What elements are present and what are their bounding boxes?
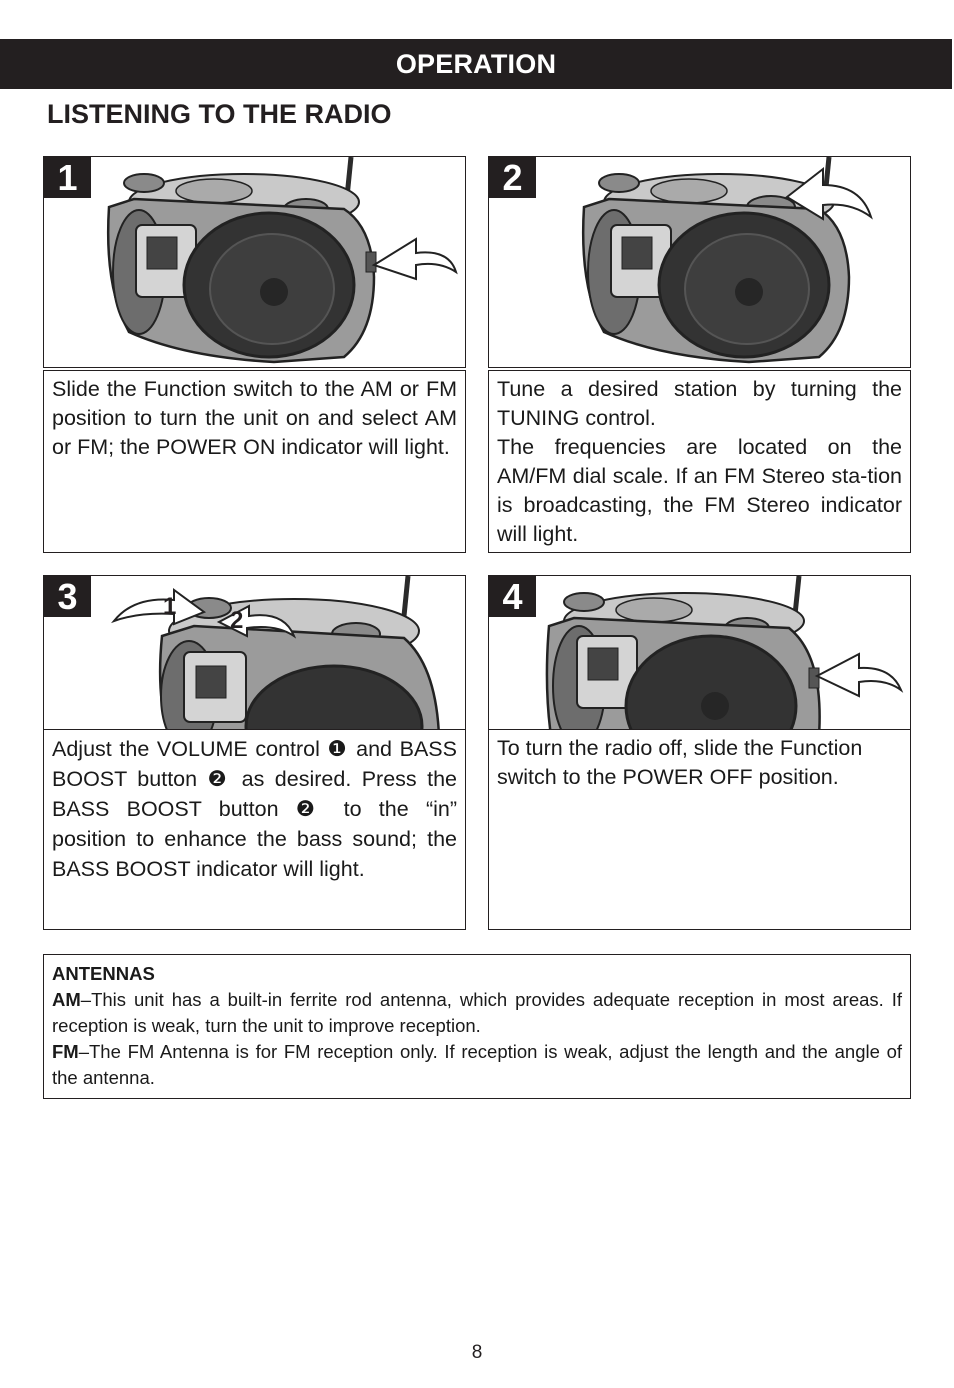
step-4-number: 4 xyxy=(489,576,536,617)
volume-callout-number: 1 xyxy=(163,593,177,620)
step-2-text-line-2: The frequencies are located on the AM/FM… xyxy=(497,435,902,546)
step-2-illustration: 2 xyxy=(488,156,911,368)
section-header-bar: OPERATION xyxy=(0,39,952,89)
step-4-text: To turn the radio off, slide the Functio… xyxy=(497,736,863,789)
step-1-instruction: Slide the Function switch to the AM or F… xyxy=(43,370,466,553)
step-3-text: Adjust the VOLUME control ❶ and BASS BOO… xyxy=(52,737,457,881)
boombox-illustration xyxy=(581,157,873,364)
step-1-number: 1 xyxy=(44,157,91,198)
step-2-number: 2 xyxy=(489,157,536,198)
am-label: AM xyxy=(52,989,81,1010)
step-3-instruction: Adjust the VOLUME control ❶ and BASS BOO… xyxy=(43,729,466,930)
step-2-instruction: Tune a desired station by turning the TU… xyxy=(488,370,911,553)
step-3-illustration: 3 1 2 xyxy=(43,575,466,731)
bass-boost-callout-number: 2 xyxy=(230,607,244,634)
boombox-illustration xyxy=(106,157,458,364)
antennas-note: ANTENNAS AM–This unit has a built-in fer… xyxy=(43,954,911,1099)
step-4-illustration: 4 xyxy=(488,575,911,731)
header-title: OPERATION xyxy=(395,48,557,79)
page-title: LISTENING TO THE RADIO xyxy=(47,99,392,129)
boombox-illustration xyxy=(111,576,440,730)
antennas-fm-paragraph: FM–The FM Antenna is for FM reception on… xyxy=(52,1039,902,1091)
page-number: 8 xyxy=(471,1342,483,1363)
step-1-text: Slide the Function switch to the AM or F… xyxy=(52,377,457,459)
fm-text: –The FM Antenna is for FM reception only… xyxy=(52,1041,902,1088)
fm-label: FM xyxy=(52,1041,79,1062)
am-text: –This unit has a built-in ferrite rod an… xyxy=(52,989,902,1036)
step-2-text-line-1: Tune a desired station by turning the TU… xyxy=(497,377,902,430)
boombox-illustration xyxy=(545,576,904,730)
step-1-illustration: 1 xyxy=(43,156,466,368)
step-4-instruction: To turn the radio off, slide the Functio… xyxy=(488,729,911,930)
step-3-number: 3 xyxy=(44,576,91,617)
antennas-am-paragraph: AM–This unit has a built-in ferrite rod … xyxy=(52,987,902,1039)
antennas-title: ANTENNAS xyxy=(52,963,155,984)
